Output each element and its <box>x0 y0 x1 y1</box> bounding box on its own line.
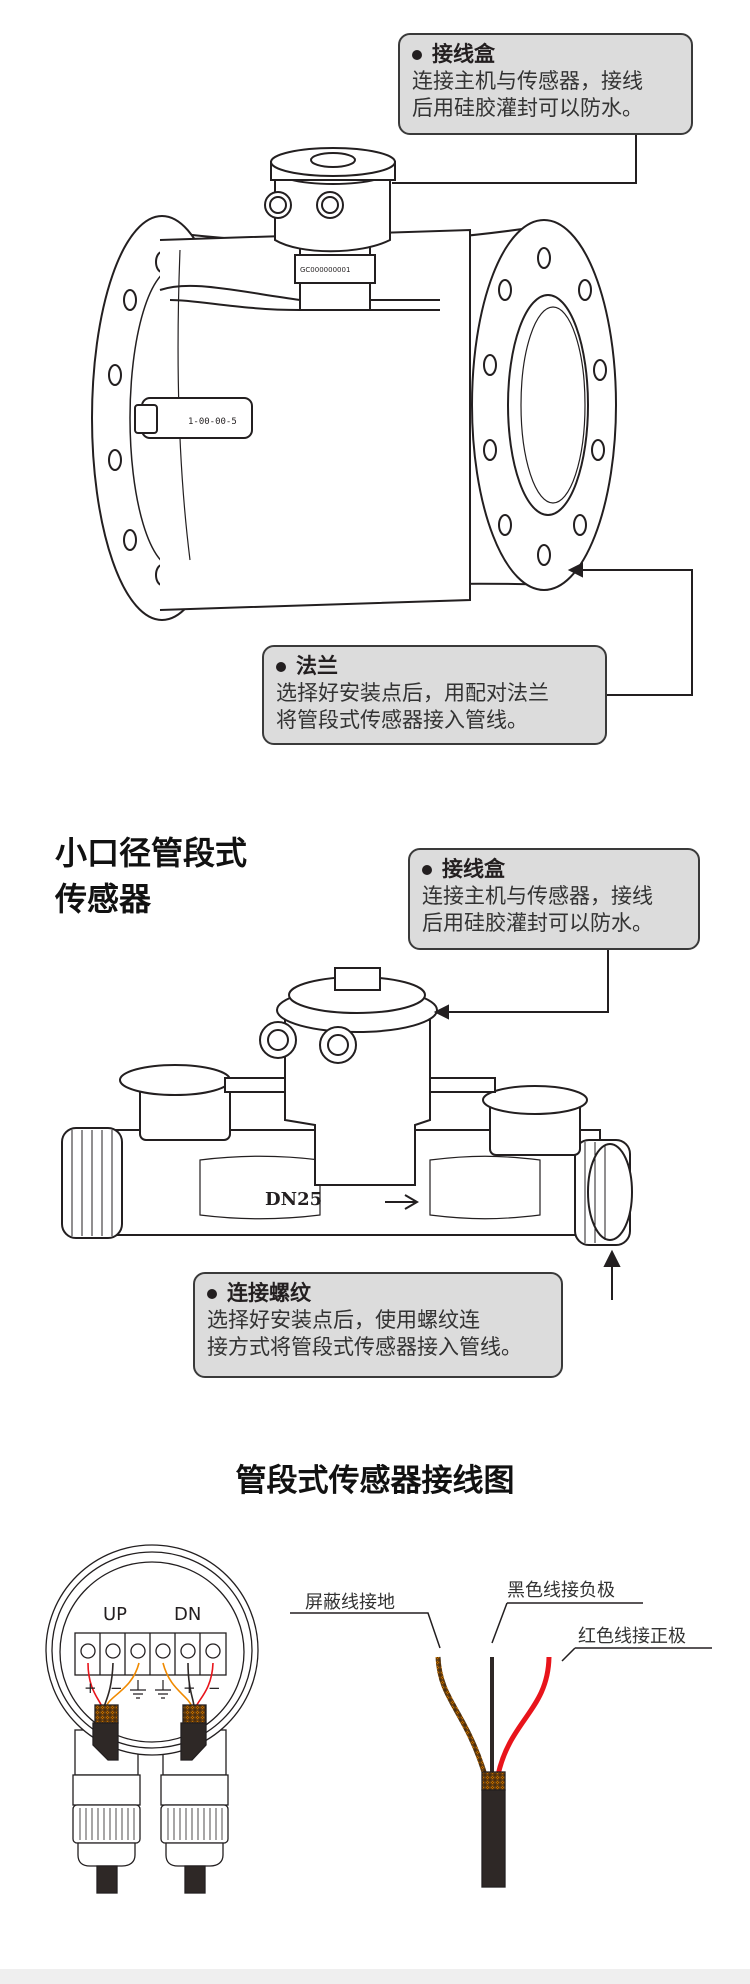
callout-junction-box: 接线盒 连接主机与传感器，接线 后用硅胶灌封可以防水。 <box>398 33 693 135</box>
callout-text-line: 连接主机与传感器，接线 <box>412 69 643 93</box>
small-pipe-sensor-illustration: DN25 <box>61 950 633 1300</box>
polarity-minus: − <box>110 1679 123 1697</box>
footer-bar <box>0 1969 750 1984</box>
terminal-screws <box>80 1633 221 1675</box>
callout-text-line: 后用硅胶灌封可以防水。 <box>412 96 643 120</box>
svg-text:1-00-00-5: 1-00-00-5 <box>188 417 237 427</box>
cable-wires <box>435 1656 552 1776</box>
callout-connecting-thread: 连接螺纹 选择好安装点后，使用螺纹连 接方式将管段式传感器接入管线。 <box>193 1272 563 1378</box>
label-shield-wire-ground: 屏蔽线接地 <box>305 1592 395 1613</box>
leader-line-small-junction-box <box>442 950 609 1013</box>
leader-line-thread <box>611 1262 613 1300</box>
callout-title: 接线盒 <box>422 856 686 883</box>
junction-box: GC000000001 <box>264 147 396 311</box>
label-leader-lines <box>290 1602 712 1662</box>
wiring-diagram-title: 管段式传感器接线图 <box>235 1463 515 1499</box>
callout-title: 法兰 <box>276 653 593 680</box>
pipe-size-label: DN25 <box>265 1189 322 1210</box>
callout-flange: 法兰 选择好安装点后，用配对法兰 将管段式传感器接入管线。 <box>262 645 607 745</box>
callout-title: 接线盒 <box>412 41 679 68</box>
callout-title: 连接螺纹 <box>207 1280 549 1307</box>
callout-text-line: 后用硅胶灌封可以防水。 <box>422 911 653 935</box>
polarity-plus: + <box>183 1679 196 1697</box>
callout-text-line: 连接主机与传感器，接线 <box>422 884 653 908</box>
callout-text-line: 接方式将管段式传感器接入管线。 <box>207 1335 522 1359</box>
right-flange-bolt-holes <box>483 247 607 566</box>
leader-line-junction-box <box>392 135 637 184</box>
callout-text-line: 将管段式传感器接入管线。 <box>276 708 528 732</box>
cable-jacket <box>481 1789 506 1888</box>
title-line: 小口径管段式 <box>55 834 248 872</box>
polarity-plus: + <box>84 1679 97 1697</box>
flanged-pipe-sensor-illustration: 1-00-00-5 GC000000001 <box>91 135 693 696</box>
title-line: 传感器 <box>55 880 152 918</box>
ground-symbols <box>130 1680 171 1699</box>
leader-line-flange <box>575 569 693 696</box>
callout-small-junction-box: 接线盒 连接主机与传感器，接线 后用硅胶灌封可以防水。 <box>408 848 700 950</box>
terminal-label-dn: DN <box>174 1604 201 1625</box>
label-red-wire-positive: 红色线接正极 <box>578 1626 686 1647</box>
svg-text:GC000000001: GC000000001 <box>300 266 350 274</box>
small-pipe-section-title: 小口径管段式 传感器 <box>55 830 247 922</box>
callout-text-line: 选择好安装点后，使用螺纹连 <box>207 1308 480 1332</box>
terminal-label-up: UP <box>103 1604 127 1625</box>
label-black-wire-negative: 黑色线接负极 <box>507 1580 615 1601</box>
polarity-minus: − <box>208 1679 221 1697</box>
callout-text-line: 选择好安装点后，用配对法兰 <box>276 681 549 705</box>
